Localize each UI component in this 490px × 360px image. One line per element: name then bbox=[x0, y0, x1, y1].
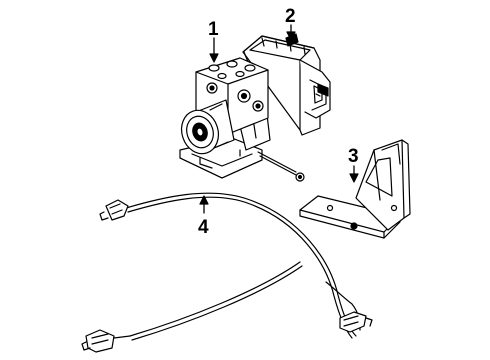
abs-control-module-icon bbox=[242, 33, 331, 136]
callout-2-label: 2 bbox=[285, 6, 296, 27]
mounting-bracket-icon bbox=[299, 139, 411, 239]
callout-2: 2 bbox=[285, 6, 296, 41]
callout-1: 1 bbox=[208, 19, 219, 63]
abs-modulator-pump-icon bbox=[179, 57, 305, 182]
callout-1-label: 1 bbox=[208, 19, 219, 40]
arrowhead-1 bbox=[209, 53, 219, 63]
arrowhead-4 bbox=[199, 195, 209, 205]
arrowhead-2 bbox=[286, 31, 296, 41]
arrowhead-3 bbox=[349, 173, 359, 183]
callout-4: 4 bbox=[198, 195, 209, 238]
wiring-harness-icon bbox=[81, 192, 373, 353]
callout-3: 3 bbox=[348, 146, 359, 183]
callout-3-label: 3 bbox=[348, 146, 359, 167]
callout-4-label: 4 bbox=[198, 217, 209, 238]
